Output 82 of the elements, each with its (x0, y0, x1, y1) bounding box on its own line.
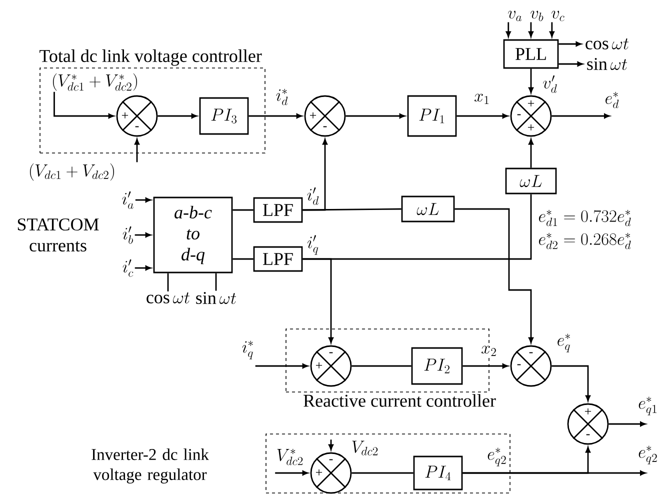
signal-line (232, 258, 254, 260)
block-box: LPF (253, 197, 303, 223)
signal-label: $i_a'$ (122, 191, 134, 209)
block-box: $PI_4$ (413, 456, 463, 490)
signal-label: $\cos\omega t$ (146, 292, 190, 304)
summing-junction: + - + (510, 95, 552, 137)
summing-junction: - + (310, 452, 352, 494)
block-box: $PI_1$ (407, 95, 457, 137)
signal-line (232, 209, 254, 211)
signal-label: $e_{q1}^*$ (638, 396, 656, 416)
equation-label: $e_{d1}^* = 0.732e_d^*$ (538, 210, 631, 226)
summing-junction: + - (304, 95, 346, 137)
signal-arrow (528, 68, 534, 94)
edge-label: $i_d'$ (306, 186, 320, 206)
signal-arrow (248, 114, 302, 118)
summing-junction: - + (310, 345, 352, 387)
signal-line (352, 365, 412, 367)
edge-label: $x_2$ (480, 344, 498, 357)
block-box: $\omega L$ (505, 168, 557, 194)
signal-label: $v_c$ (552, 10, 564, 22)
signal-arrow (134, 138, 140, 162)
signal-arrow (558, 42, 582, 46)
edge-label: $v_d'$ (542, 74, 558, 94)
edge-label: $i_d^*$ (274, 88, 290, 106)
signal-arrow (528, 22, 534, 38)
signal-label: $i_b'$ (122, 226, 133, 244)
block-box: PLL (503, 39, 559, 69)
signal-label: $\sin\omega t$ (587, 58, 628, 70)
signal-arrow (462, 364, 508, 368)
signal-label: $V_{dc2}^*$ (277, 448, 303, 466)
signal-label: $e_d^*$ (606, 92, 619, 108)
signal-arrow (552, 114, 610, 118)
signal-label: $i_q^*$ (242, 340, 253, 360)
node-label: Reactive current controller (304, 394, 496, 407)
signal-label: $V_{dc2}$ (352, 440, 378, 456)
signal-arrow (346, 114, 406, 118)
side-label: STATCOM currents (18, 218, 99, 252)
signal-label: $e_{q2}^*$ (638, 446, 657, 464)
summing-junction: - - (510, 345, 552, 387)
signal-arrow (506, 22, 511, 38)
node-label: Total dc link voltage controller (40, 49, 262, 66)
block-box: a-b-c to d-q (153, 196, 233, 274)
signal-line (352, 472, 414, 474)
signal-arrow (134, 232, 152, 238)
signal-arrow (135, 198, 152, 202)
signal-arrow (456, 114, 508, 118)
signal-line (167, 273, 169, 292)
signal-label: $v_b$ (530, 10, 544, 22)
signal-arrow (454, 208, 534, 344)
edge-label: $i_q'$ (306, 234, 320, 256)
edge-label: $x_1$ (473, 92, 491, 106)
signal-arrow (608, 422, 646, 426)
signal-arrow (54, 92, 114, 118)
block-box: $PI_2$ (411, 347, 463, 385)
signal-arrow (558, 62, 584, 66)
node-label: Inverter-2 dc link voltage regulator (92, 448, 209, 484)
block-box: $PI_3$ (199, 97, 249, 135)
signal-arrow (528, 138, 534, 168)
signal-label: $i_c'$ (122, 259, 134, 277)
signal-label: $\cos\omega t$ (586, 38, 629, 50)
block-box: LPF (253, 246, 303, 272)
summing-junction: + - (567, 403, 609, 445)
signal-arrow (158, 114, 198, 118)
edge-label: $e_q^*$ (556, 332, 572, 354)
signal-label: $(V_{dc1}+V_{dc2})$ (30, 163, 114, 181)
signal-line (302, 208, 402, 211)
summing-junction: + - (116, 95, 158, 137)
signal-arrow (275, 470, 308, 476)
equation-label: $e_{d2}^* = 0.268e_d^*$ (538, 232, 631, 250)
signal-arrow (302, 258, 334, 344)
edge-label: $e_{q2}^*$ (486, 446, 508, 468)
signal-arrow (552, 365, 590, 402)
signal-arrow (549, 22, 554, 38)
signal-label: $(V_{dc1}^*+V_{dc2}^*)$ (52, 73, 138, 91)
signal-arrow (462, 446, 590, 474)
signal-line (215, 273, 217, 291)
signal-arrow (255, 364, 308, 368)
signal-arrow (134, 266, 152, 270)
signal-label: $\sin\omega t$ (196, 292, 236, 304)
signal-label: $v_a$ (508, 10, 522, 22)
block-box: $\omega L$ (401, 196, 455, 222)
signal-arrow (328, 440, 334, 450)
